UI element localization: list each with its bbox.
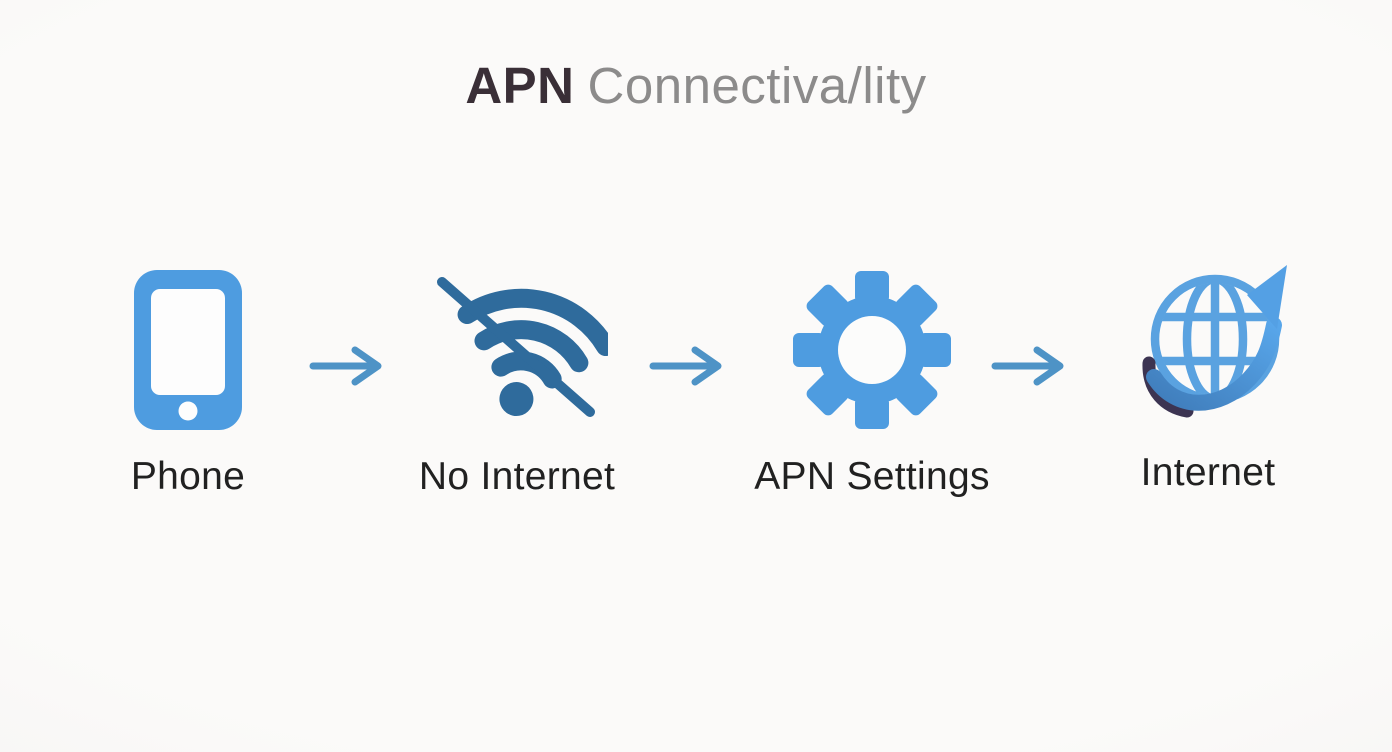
- gear-icon-wrap: [752, 252, 992, 448]
- step-internet: Internet: [1088, 248, 1328, 495]
- step-label-phone: Phone: [130, 455, 246, 498]
- right-arrow-icon: [991, 346, 1064, 386]
- gear-icon: [793, 271, 951, 429]
- phone-icon-wrap: [68, 252, 308, 448]
- step-label-apn-settings: APN Settings: [754, 455, 990, 498]
- step-phone: Phone: [68, 252, 308, 499]
- right-arrow-icon: [649, 346, 722, 386]
- step-label-no-internet: No Internet: [418, 455, 616, 498]
- step-no-internet: No Internet: [397, 252, 637, 499]
- title-secondary: Connectiva/lity: [587, 57, 927, 114]
- right-arrow-icon: [309, 346, 382, 386]
- step-label-internet: Internet: [1140, 451, 1276, 494]
- phone-icon: [134, 270, 242, 430]
- wifi-slash-icon-wrap: [397, 252, 637, 448]
- wifi-slash-icon: [437, 277, 608, 417]
- title-primary: APN: [465, 57, 575, 114]
- globe-arrow-icon: [1142, 265, 1287, 418]
- step-apn-settings: APN Settings: [752, 252, 992, 499]
- globe-arrow-icon-wrap: [1088, 248, 1328, 444]
